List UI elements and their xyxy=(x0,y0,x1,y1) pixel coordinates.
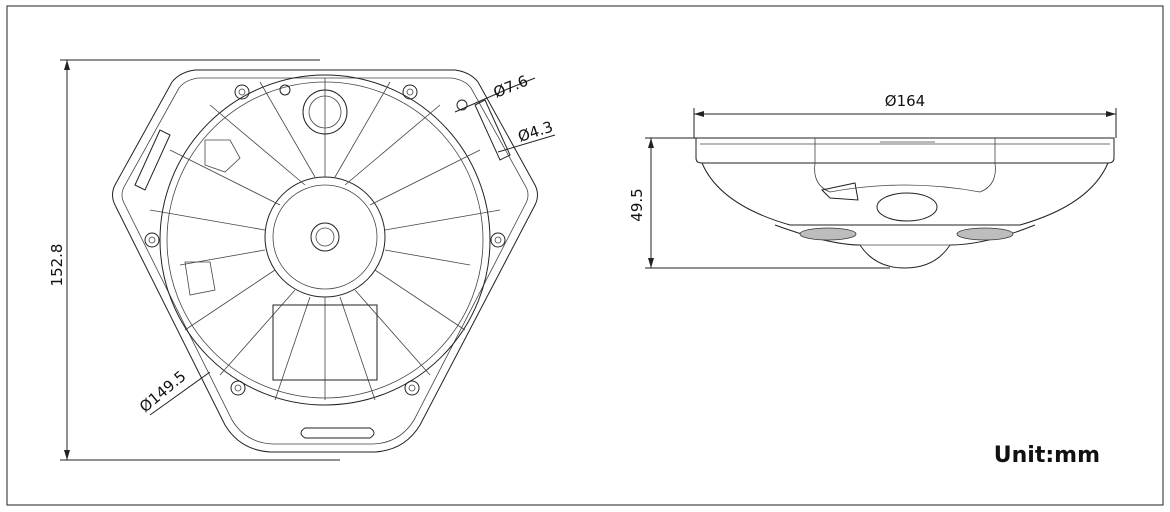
speaker-grille-left xyxy=(799,227,857,241)
cable-hole xyxy=(302,89,348,135)
hole-small-label: Ø4.3 xyxy=(516,118,555,146)
slot-right xyxy=(474,99,511,161)
side-view: Ø164 49.5 xyxy=(628,92,1117,269)
height-label-side: 49.5 xyxy=(628,188,646,221)
camera-body xyxy=(701,162,1109,226)
camera-dome xyxy=(774,224,1036,269)
slot-left xyxy=(134,129,171,191)
drawing-border xyxy=(6,5,1164,506)
height-dimension-bottom xyxy=(60,59,340,461)
slot-bottom xyxy=(300,427,375,439)
bottom-view: 152.8 xyxy=(48,59,555,461)
center-hub xyxy=(264,176,386,298)
diameter-label-side: Ø164 xyxy=(885,92,925,110)
front-lens xyxy=(876,192,938,222)
hole-large-label: Ø7.6 xyxy=(491,72,531,102)
height-label-bottom: 152.8 xyxy=(48,244,66,287)
base-outline xyxy=(112,69,538,453)
width-dimension-side xyxy=(693,108,1117,138)
unit-label: Unit:mm xyxy=(994,443,1100,468)
speaker-grille-right xyxy=(956,227,1014,241)
ribs xyxy=(149,78,501,401)
height-dimension-side xyxy=(645,137,890,269)
base-outline-inner xyxy=(121,77,529,445)
rect-opening xyxy=(272,304,378,381)
screw-holes xyxy=(144,84,506,396)
circle-label: Ø149.5 xyxy=(136,367,190,416)
